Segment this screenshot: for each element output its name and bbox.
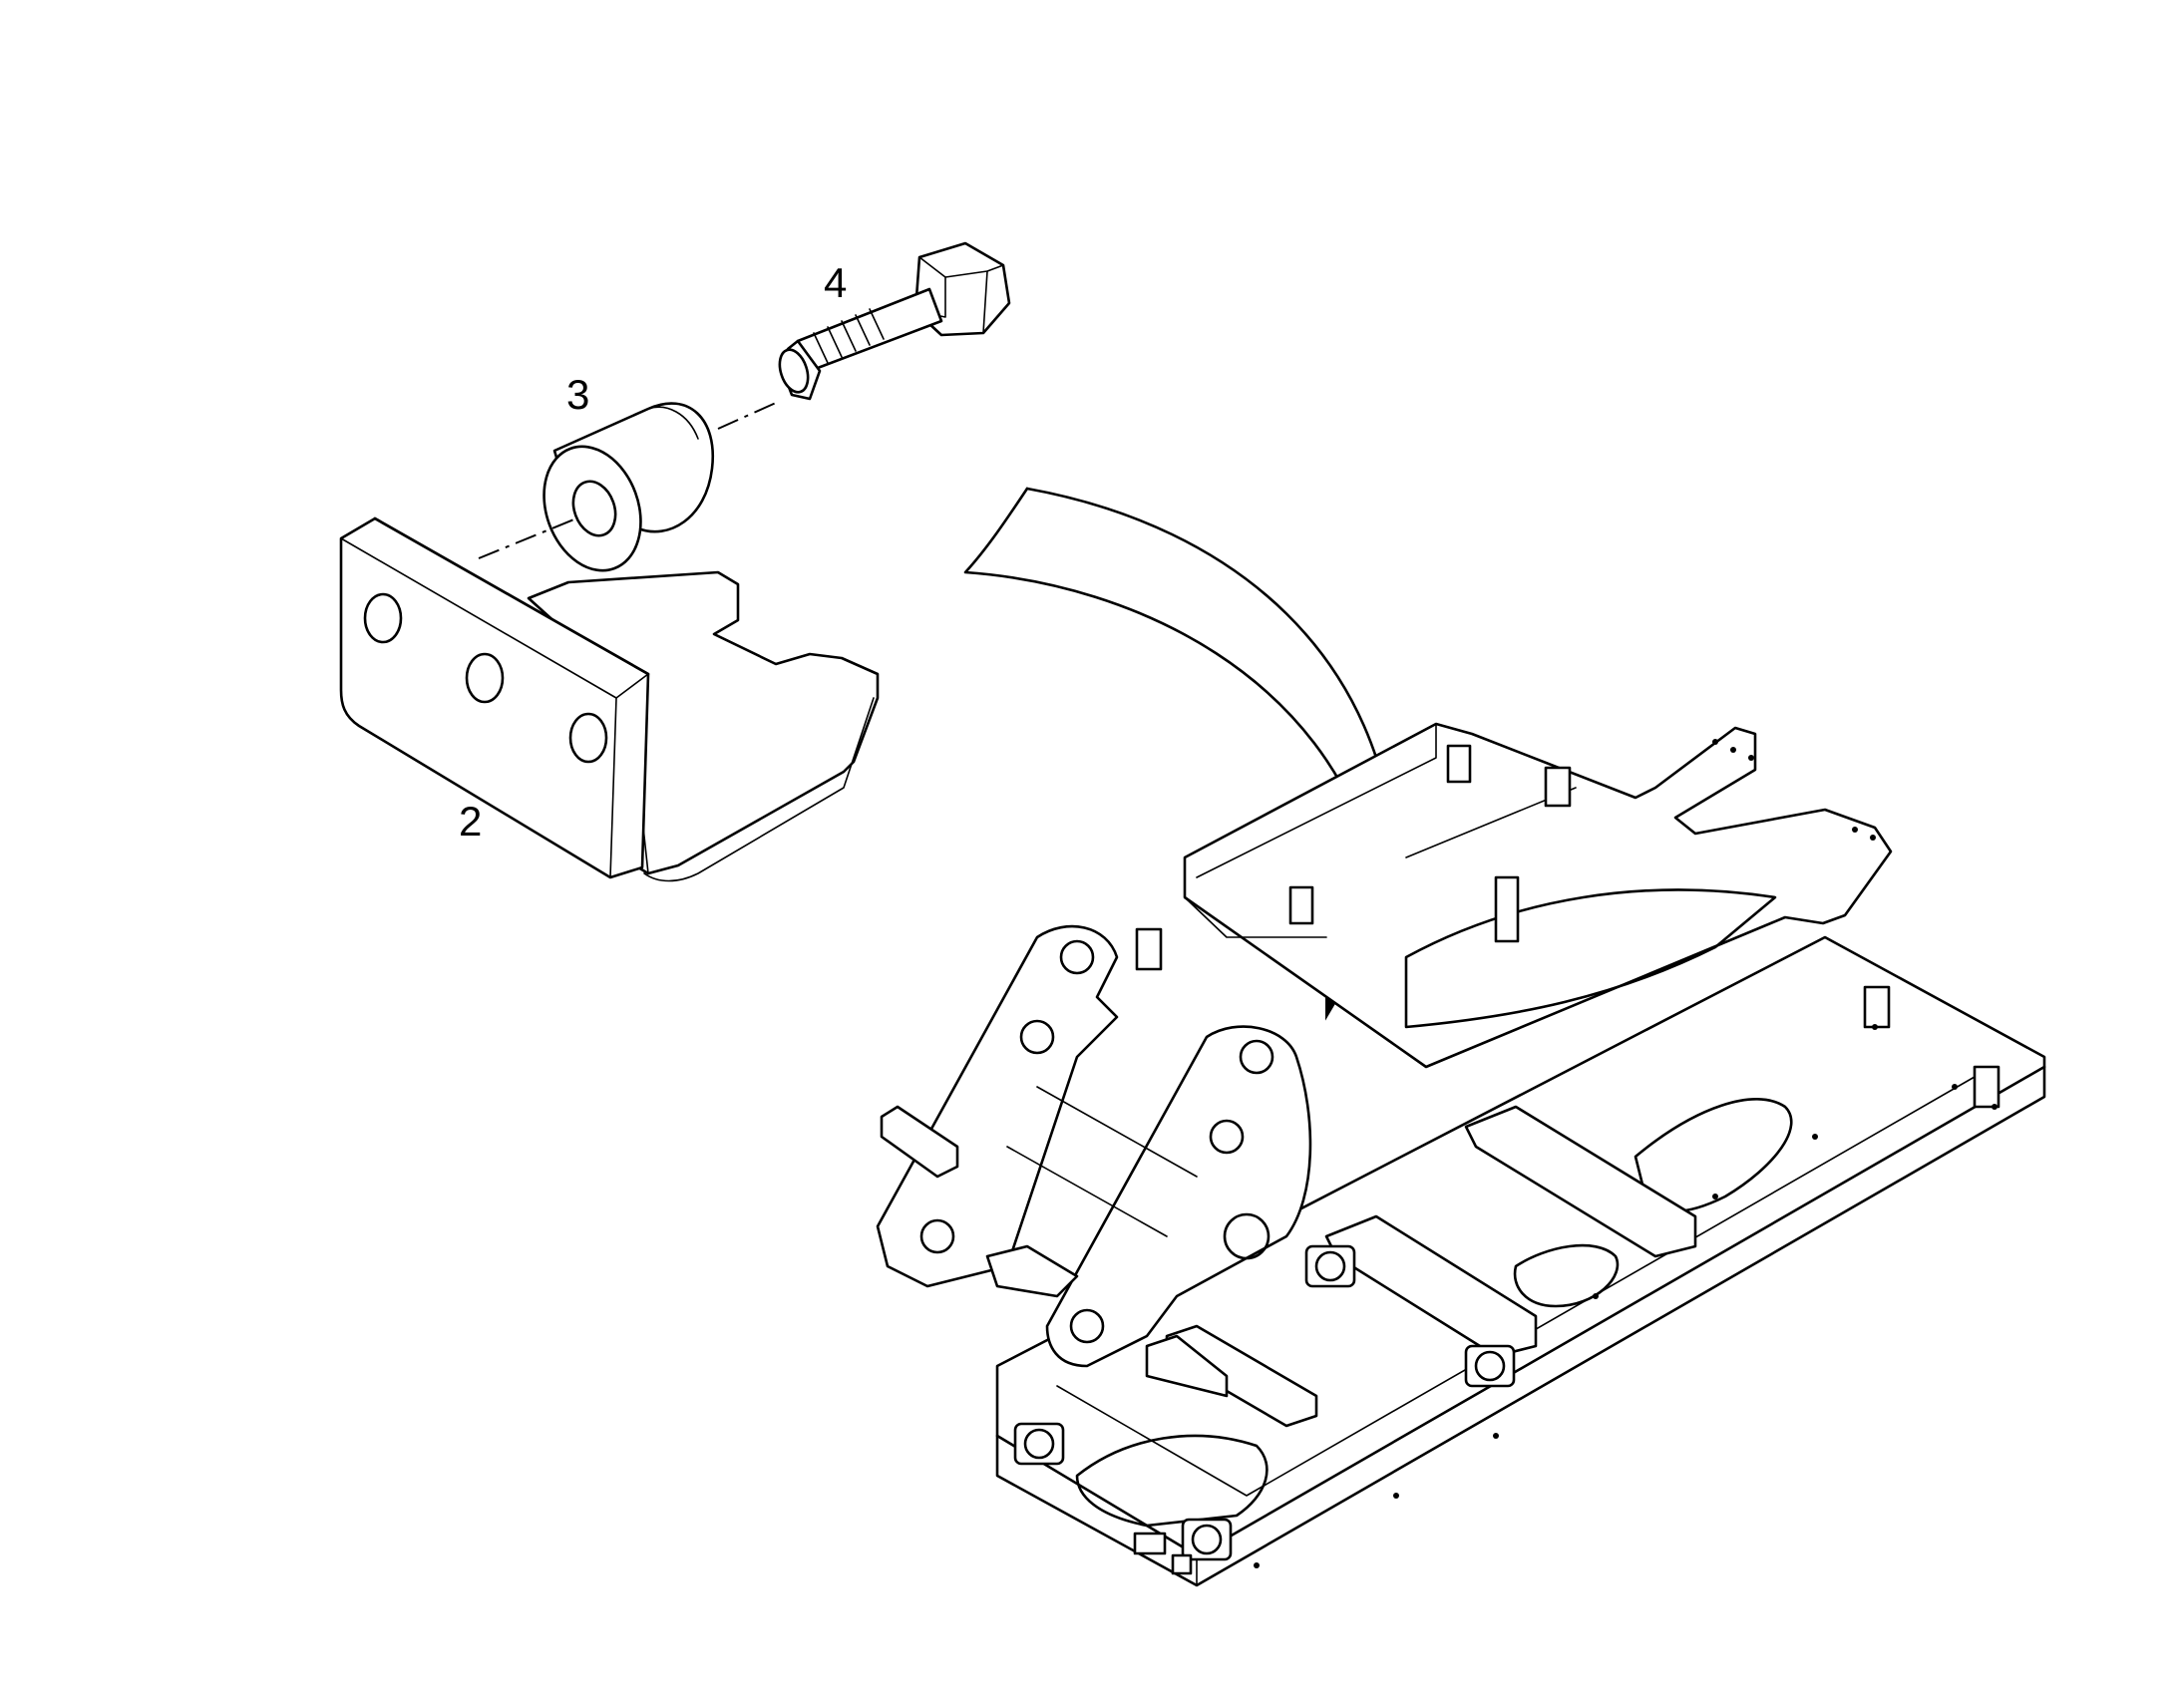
cylindrical-bushing-icon xyxy=(543,402,715,572)
callout-label-4: 4 xyxy=(824,259,847,306)
bracket-plate-icon xyxy=(339,516,880,882)
hex-bolt-icon xyxy=(778,241,1011,401)
callout-label-3: 3 xyxy=(566,371,589,418)
axis-line xyxy=(717,402,777,430)
axis-line xyxy=(478,517,577,559)
callout-label-2: 2 xyxy=(459,798,482,845)
undercarriage-frame-icon xyxy=(876,722,2046,1587)
